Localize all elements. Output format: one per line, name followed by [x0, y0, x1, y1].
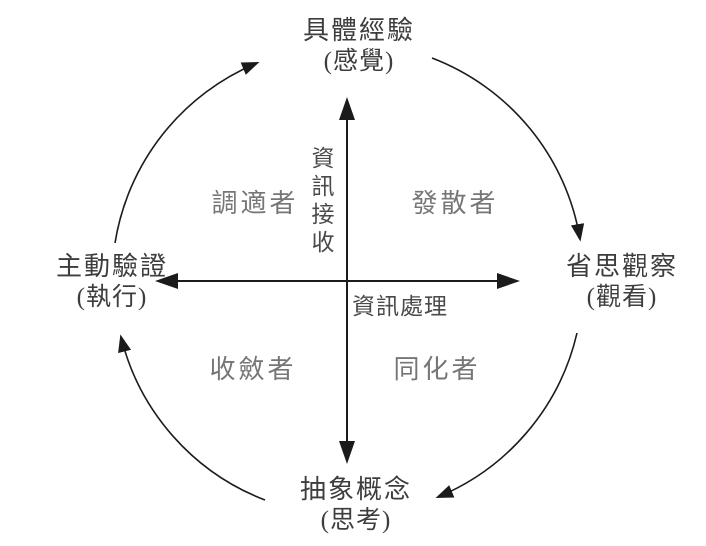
horizontal-axis-label: 資訊處理 — [352, 294, 448, 319]
node-label-text: 具體經驗 — [302, 16, 415, 45]
node-reflective-observation: 省思觀察 (觀看) — [532, 251, 706, 313]
cycle-arc-bottom-to-left — [118, 334, 266, 501]
horizontal-axis-left-arrowhead-icon — [155, 273, 178, 289]
node-sublabel-text: (感覺) — [323, 48, 395, 75]
node-label-text: 抽象概念 — [299, 475, 412, 504]
quadrant-diverger: 發散者 — [411, 189, 499, 218]
node-sublabel-text: (執行) — [76, 284, 148, 311]
cycle-arc-left-to-top — [114, 61, 260, 244]
node-sublabel-text: (思考) — [320, 507, 392, 534]
node-label-text: 省思觀察 — [565, 252, 678, 281]
vertical-axis-down-arrowhead-icon — [339, 441, 355, 464]
vertical-axis-up-arrowhead-icon — [339, 97, 355, 120]
vertical-axis-label: 資訊接收 — [308, 146, 333, 258]
cycle-arc-right-to-bottom — [435, 332, 578, 499]
horizontal-axis-right-arrowhead-icon — [497, 273, 520, 289]
node-concrete-experience: 具體經驗 (感覺) — [259, 15, 459, 77]
node-label-text: 主動驗證 — [55, 252, 168, 281]
node-sublabel-text: (觀看) — [586, 284, 658, 311]
node-active-experimentation: 主動驗證 (執行) — [22, 251, 202, 313]
quadrant-converger: 收斂者 — [209, 355, 297, 384]
quadrant-accommodator: 調適者 — [211, 189, 299, 218]
cycle-arc-top-to-right — [431, 57, 585, 242]
node-abstract-conceptualization: 抽象概念 (思考) — [256, 474, 456, 536]
quadrant-assimilator: 同化者 — [393, 355, 481, 384]
